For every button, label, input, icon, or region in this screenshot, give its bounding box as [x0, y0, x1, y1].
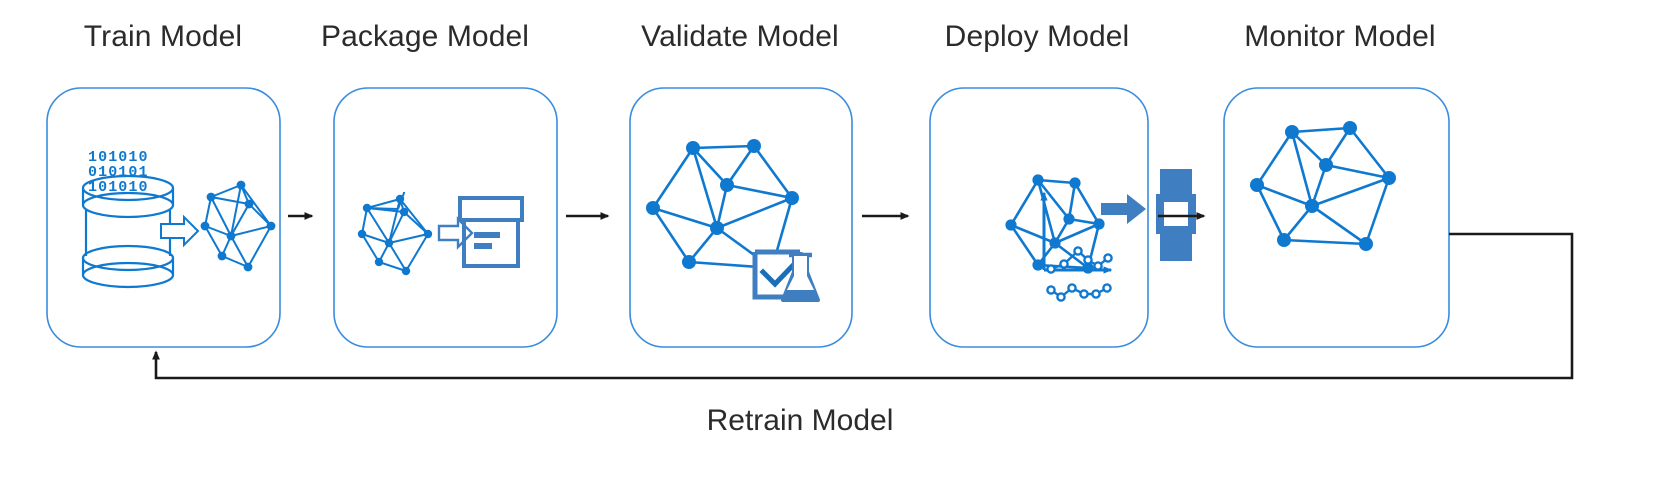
- card-outline-deploy: [929, 87, 1149, 348]
- server-block-bottom: [1160, 229, 1192, 261]
- svg-text:101010: 101010: [88, 179, 149, 196]
- retrain-loop-label: Retrain Model: [706, 404, 894, 437]
- stage-card-deploy[interactable]: [929, 87, 1196, 348]
- svg-text:101010: 101010: [88, 149, 149, 166]
- card-outline-package: [333, 87, 558, 348]
- stage-title-train: Train Model: [83, 20, 243, 53]
- binary-digits-icon: 101010 010101 101010: [88, 149, 149, 196]
- stage-card-monitor[interactable]: [1040, 87, 1450, 348]
- database-icon: [81, 174, 175, 289]
- stage-card-package[interactable]: [333, 87, 558, 348]
- outline-arrow-icon: [160, 214, 200, 248]
- stage-title-package: Package Model: [320, 20, 530, 53]
- retrain-feedback-loop: [152, 232, 1574, 380]
- flask-icon: [781, 252, 820, 302]
- neural-network-icon: [357, 192, 433, 276]
- package-box-icon: [458, 196, 524, 268]
- line-chart-icon: [1040, 191, 1113, 302]
- neural-network-icon: [1250, 121, 1396, 251]
- server-stack-icon: [1156, 169, 1196, 261]
- neural-network-icon: [1005, 174, 1105, 274]
- stage-card-validate[interactable]: [629, 87, 853, 348]
- card-outline-train: [46, 87, 281, 348]
- solid-arrow-icon: [1101, 194, 1146, 224]
- stage-title-deploy: Deploy Model: [944, 20, 1130, 53]
- card-outline-monitor: [1223, 87, 1450, 348]
- neural-network-icon: [200, 180, 276, 272]
- stage-title-monitor: Monitor Model: [1244, 20, 1436, 53]
- stage-title-validate: Validate Model: [641, 20, 839, 53]
- stage-card-train[interactable]: 101010 010101 101010: [46, 87, 281, 348]
- server-block-middle: [1156, 194, 1196, 234]
